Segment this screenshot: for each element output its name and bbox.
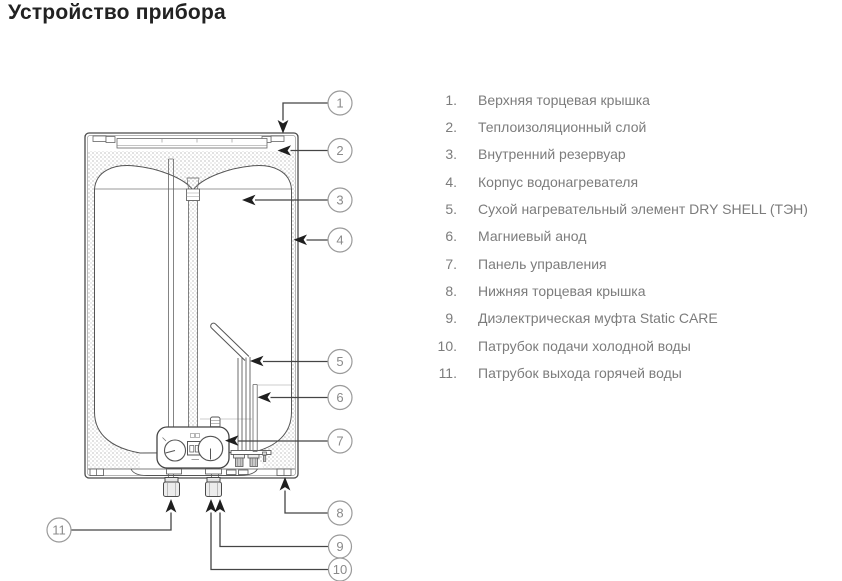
callout-9: 9 xyxy=(327,534,353,559)
page-title: Устройство прибора xyxy=(8,1,226,24)
top-end-cover xyxy=(92,135,285,149)
legend-item-label: Внутренний резервуар xyxy=(478,146,626,163)
svg-text:10: 10 xyxy=(333,562,347,577)
svg-text:5: 5 xyxy=(336,354,343,369)
callout-8: 8 xyxy=(327,500,353,526)
callout-1: 1 xyxy=(327,90,353,116)
dry-heating-element xyxy=(210,322,272,467)
svg-text:11: 11 xyxy=(52,523,66,538)
control-panel xyxy=(156,416,230,469)
magnesium-anode xyxy=(252,384,291,452)
legend-item-8: 8. Нижняя торцевая крышка xyxy=(433,277,808,304)
legend-list: 1. Верхняя торцевая крышка 2. Теплоизоля… xyxy=(433,86,808,387)
svg-text:4: 4 xyxy=(336,233,343,248)
callout-arrowheads xyxy=(165,120,307,513)
svg-text:7: 7 xyxy=(336,434,343,449)
legend-item-4: 4. Корпус водонагревателя xyxy=(433,168,808,195)
legend-item-number: 2. xyxy=(445,119,457,136)
legend-item-7: 7. Панель управления xyxy=(433,250,808,277)
legend-item-label: Патрубок выхода горячей воды xyxy=(478,365,682,382)
callout-4: 4 xyxy=(327,227,353,253)
legend-item-11: 11. Патрубок выхода горячей воды xyxy=(433,359,808,386)
legend-item-9: 9. Диэлектрическая муфта Static CARE xyxy=(433,305,808,332)
legend-item-label: Патрубок подачи холодной воды xyxy=(478,337,691,354)
legend-item-10: 10. Патрубок подачи холодной воды xyxy=(433,332,808,359)
svg-text:8: 8 xyxy=(336,506,343,521)
hot-water-pipe xyxy=(168,158,174,477)
callout-5: 5 xyxy=(327,348,353,375)
legend-item-label: Диэлектрическая муфта Static CARE xyxy=(478,310,718,327)
legend-item-6: 6. Магниевый анод xyxy=(433,223,808,250)
legend-item-number: 7. xyxy=(445,255,457,272)
callout-2: 2 xyxy=(327,137,353,164)
legend-item-2: 2. Теплоизоляционный слой xyxy=(433,113,808,140)
legend-item-label: Панель управления xyxy=(478,255,607,272)
svg-text:1: 1 xyxy=(336,96,343,111)
legend-item-number: 5. xyxy=(445,201,457,218)
svg-text:2: 2 xyxy=(336,143,343,158)
callout-11: 11 xyxy=(46,517,72,543)
legend-item-label: Теплоизоляционный слой xyxy=(478,119,647,136)
legend-item-3: 3. Внутренний резервуар xyxy=(433,141,808,168)
legend-item-label: Корпус водонагревателя xyxy=(478,173,639,190)
callout-circles: 1 2 3 4 5 6 7 8 xyxy=(46,90,353,581)
legend-item-label: Нижняя торцевая крышка xyxy=(478,283,646,300)
hot-water-outlet-fitting xyxy=(163,477,180,497)
legend-item-number: 3. xyxy=(445,146,457,163)
legend-item-1: 1. Верхняя торцевая крышка xyxy=(433,86,808,113)
svg-text:6: 6 xyxy=(336,390,343,405)
cold-water-inlet-fitting xyxy=(205,477,222,497)
central-tube xyxy=(186,177,200,437)
callout-6: 6 xyxy=(327,384,353,411)
bottom-end-cover xyxy=(88,468,295,476)
legend-item-number: 10. xyxy=(437,337,457,354)
legend-item-label: Верхняя торцевая крышка xyxy=(478,91,650,108)
callout-10: 10 xyxy=(327,557,353,581)
callout-leader-lines xyxy=(71,102,328,571)
legend-item-label: Магниевый анод xyxy=(478,228,587,245)
legend-item-number: 6. xyxy=(445,228,457,245)
legend-item-number: 9. xyxy=(445,310,457,327)
legend-item-number: 8. xyxy=(445,283,457,300)
legend-item-label: Сухой нагревательный элемент DRY SHELL (… xyxy=(478,201,808,218)
legend-item-5: 5. Сухой нагревательный элемент DRY SHEL… xyxy=(433,195,808,222)
svg-text:9: 9 xyxy=(336,539,343,554)
svg-text:3: 3 xyxy=(336,193,343,208)
legend-item-number: 1. xyxy=(445,91,457,108)
callout-3: 3 xyxy=(327,187,353,213)
legend-item-number: 4. xyxy=(445,173,457,190)
callout-7: 7 xyxy=(327,428,353,454)
legend-item-number: 11. xyxy=(438,365,457,382)
